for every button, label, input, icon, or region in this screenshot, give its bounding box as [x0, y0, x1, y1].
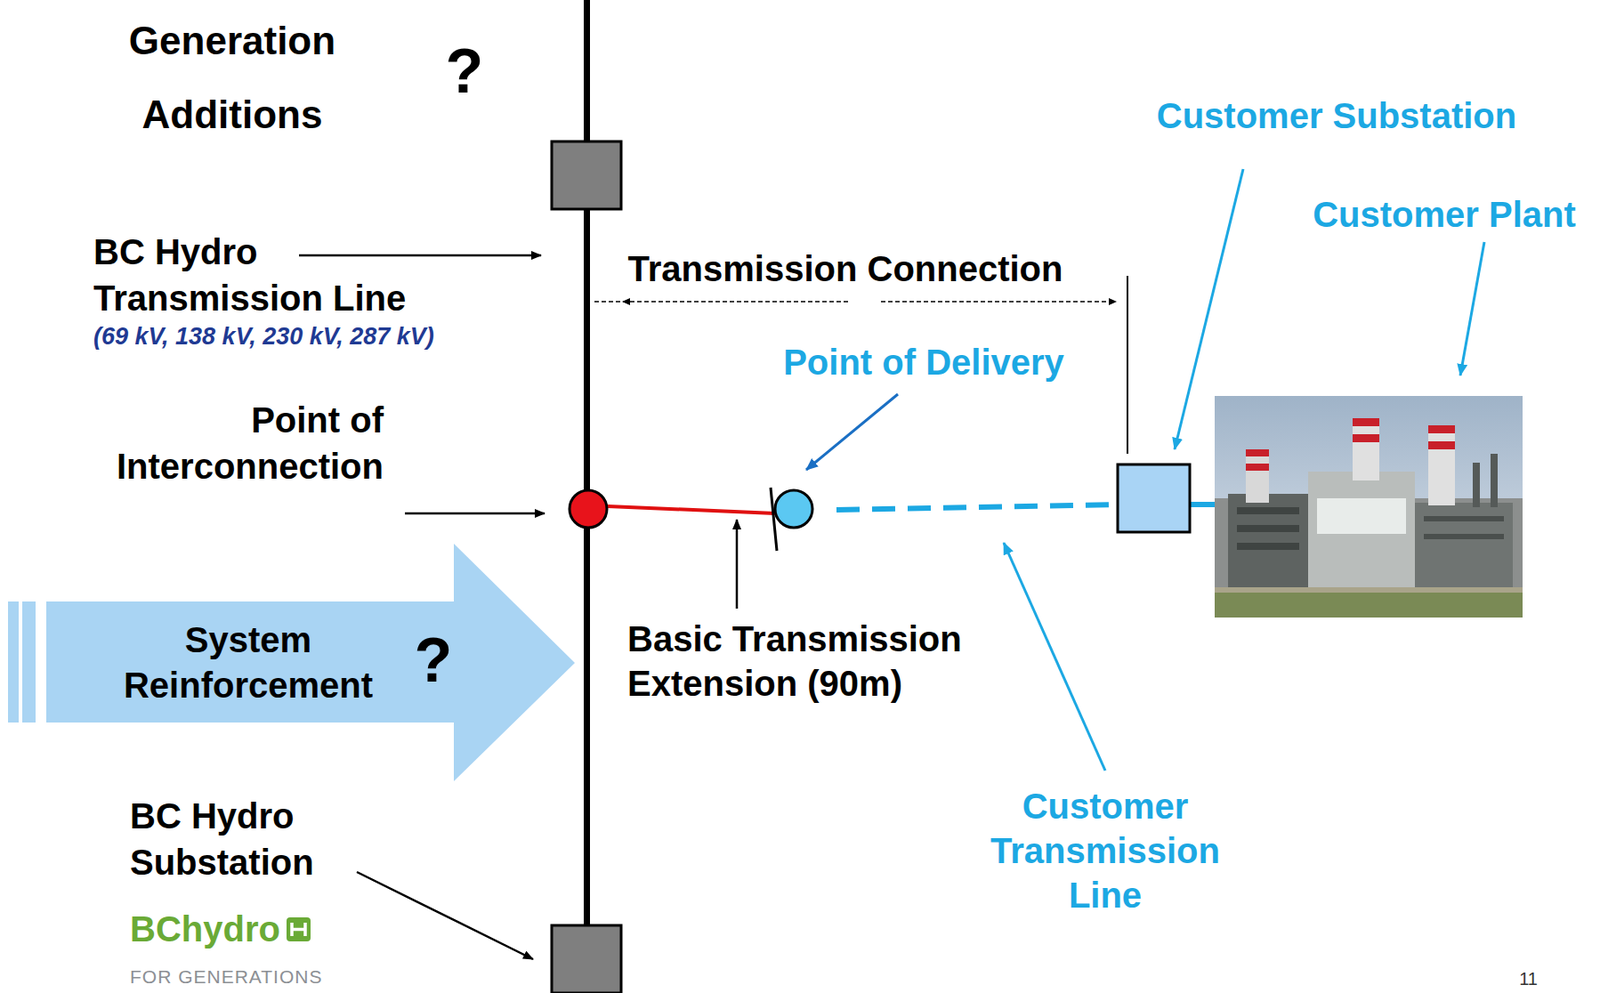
part-label: BC Hydro Substation [129, 792, 362, 886]
dimension-arrow [594, 300, 623, 303]
logo-text: BChydro [129, 909, 286, 949]
substation-box [551, 925, 622, 993]
customer-line [836, 504, 1116, 510]
dimension-label: Transmission Connection [596, 245, 1095, 292]
section-heading: Generation Additions [98, 3, 366, 152]
delivery-point [775, 490, 813, 528]
substation-box [551, 141, 622, 210]
question-mark: ? [428, 35, 501, 107]
interconnection-point [569, 490, 607, 528]
logo-icon [286, 917, 311, 942]
reinforcement-arrow: System Reinforcement? [0, 543, 575, 782]
customer-line [1190, 501, 1216, 508]
part-label: Point of Interconnection [80, 396, 384, 490]
leader-arrow [298, 254, 542, 258]
question-mark: ? [402, 624, 465, 696]
dimension-arrow [880, 300, 1116, 303]
leader-arrow [735, 519, 739, 609]
part-label: Customer Substation [1131, 92, 1542, 139]
part-label: BC Hydro Transmission Line [93, 228, 450, 322]
leader-arrow [806, 394, 898, 470]
plant-illustration [1214, 395, 1523, 618]
leader-arrow [1460, 242, 1485, 376]
customer-substation-box [1117, 464, 1190, 533]
logo-tagline: FOR GENERATIONS [129, 965, 344, 989]
dimension-arrow [622, 300, 851, 303]
arrow-text: System Reinforcement [105, 617, 391, 709]
voltage-note: (69 kV, 138 kV, 230 kV, 287 kV) [93, 320, 557, 353]
arrow-shape [8, 601, 19, 723]
page-number: 11 [1484, 968, 1538, 990]
arrow-shape [0, 543, 575, 782]
leader-arrow [1003, 542, 1106, 771]
part-label: Point of Delivery [745, 339, 1102, 386]
extension-line [607, 506, 776, 514]
part-label: Customer Transmission Line [971, 783, 1239, 918]
part-label: Basic Transmission Extension (90m) [627, 616, 1011, 706]
leader-arrow [404, 512, 545, 516]
extent-tick [1126, 275, 1129, 454]
part-label: Customer Plant [1292, 191, 1596, 238]
leader-arrow [356, 872, 534, 960]
arrow-shape [46, 543, 575, 782]
arrow-shape [22, 601, 36, 723]
delivery-bar [770, 487, 777, 551]
